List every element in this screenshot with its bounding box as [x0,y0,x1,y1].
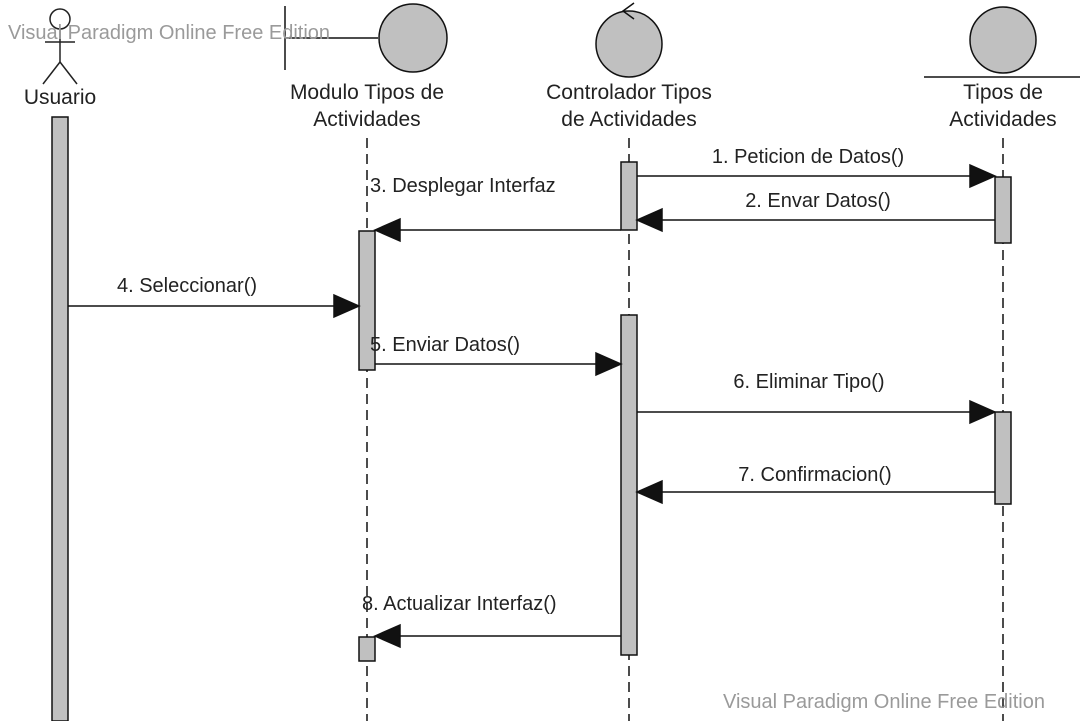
activation-bar-controlador-2 [620,314,638,656]
watermark-top: Visual Paradigm Online Free Edition [8,22,330,44]
message-6: 6. Eliminar Tipo() [637,371,997,425]
arrowhead-icon [373,217,401,243]
message-4: 4. Seleccionar() [68,275,361,319]
message-3: 3. Desplegar Interfaz [370,175,621,243]
message-label: 5. Enviar Datos() [370,334,520,356]
participant-name: Tipos de [963,81,1043,104]
activation-bar-modulo-1 [358,230,376,371]
message-2: 2. Envar Datos() [635,190,995,233]
message-label: 6. Eliminar Tipo() [733,371,884,393]
actor-icon [42,8,78,85]
arrowhead-icon [373,623,401,649]
message-1: 1. Peticion de Datos() [637,146,997,189]
participant-name: Controlador Tipos [546,81,712,104]
message-5: 5. Enviar Datos() [370,334,623,377]
participant-name: Actividades [949,108,1056,131]
arrowhead-icon [969,163,997,189]
message-7: 7. Confirmacion() [635,464,995,505]
activation-bars [51,116,1012,721]
participant-name: Modulo Tipos de [290,81,444,104]
participant-name: de Actividades [561,108,696,131]
message-label: 3. Desplegar Interfaz [370,175,556,197]
messages: 1. Peticion de Datos() 2. Envar Datos() … [68,146,997,649]
control-icon [595,2,663,78]
activation-bar-usuario [51,116,69,721]
participant-name: Usuario [24,86,96,109]
message-8: 8. Actualizar Interfaz() [362,593,621,649]
arrowhead-icon [969,399,997,425]
activation-bar-tipos-1 [994,176,1012,244]
participant-usuario: Usuario [24,8,96,109]
participant-controlador: Controlador Tipos de Actividades [546,2,712,131]
message-label: 7. Confirmacion() [738,464,891,486]
arrowhead-icon [635,479,663,505]
message-label: 1. Peticion de Datos() [712,146,904,168]
boundary-icon [284,3,448,73]
message-label: 4. Seleccionar() [117,275,257,297]
arrowhead-icon [635,207,663,233]
activation-bar-controlador-1 [620,161,638,231]
lifelines [366,138,1004,721]
watermark-bottom: Visual Paradigm Online Free Edition [723,691,1045,713]
activation-bar-modulo-2 [358,636,376,662]
message-label: 2. Envar Datos() [745,190,891,212]
activation-bar-tipos-2 [994,411,1012,505]
participant-modulo: Modulo Tipos de Actividades [284,3,448,131]
message-label: 8. Actualizar Interfaz() [362,593,557,615]
participant-tipos: Tipos de Actividades [924,6,1080,131]
entity-icon [924,6,1080,78]
participant-name: Actividades [313,108,420,131]
arrowhead-icon [595,351,623,377]
arrowhead-icon [333,293,361,319]
